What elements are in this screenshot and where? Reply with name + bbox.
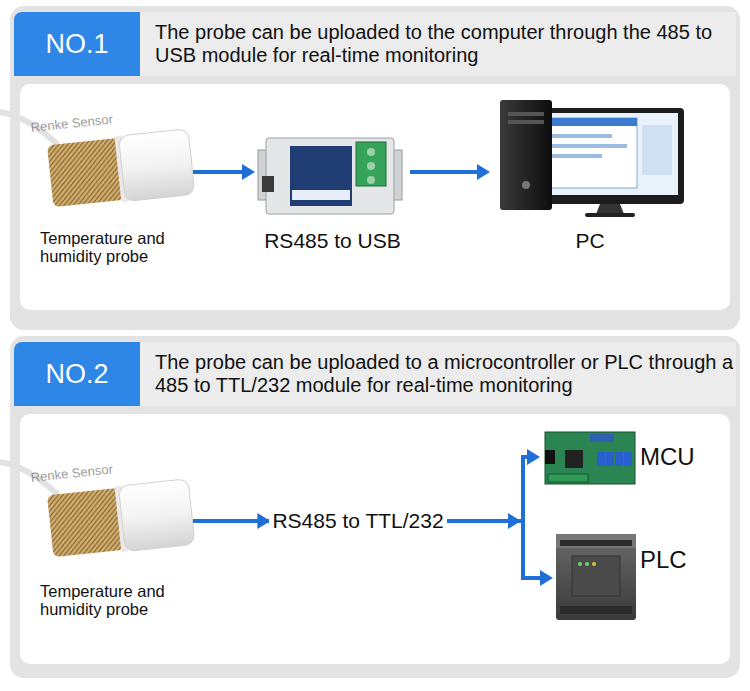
watermark: Renke Sensor	[30, 111, 114, 135]
step-tab: NO.1	[14, 12, 140, 76]
step-tab: NO.2	[14, 342, 140, 406]
usb-module-illustration-part	[367, 148, 375, 156]
pc-illustration-part	[545, 118, 637, 126]
controller-device: PLC	[553, 530, 723, 622]
usb-module-illustration-part	[262, 176, 274, 192]
node-text: NO.2	[45, 359, 108, 390]
arrow-head	[477, 164, 490, 180]
pc-illustration-part	[500, 100, 552, 210]
mcu-board-illustration-part	[545, 450, 555, 464]
node-text: PC	[575, 229, 604, 253]
node-text: The probe can be uploaded to the compute…	[155, 21, 715, 67]
mcu-board-illustration-part	[615, 452, 623, 466]
plc-illustration-part	[556, 534, 636, 620]
plc-illustration-part	[585, 562, 589, 566]
connector-arrow	[410, 164, 490, 180]
pc-illustration-part	[552, 144, 627, 148]
arrow-head	[527, 449, 540, 465]
usb-module-illustration-part	[367, 162, 375, 170]
computer-device: PC	[490, 95, 690, 253]
connector-arrow	[193, 164, 255, 180]
mcu-board-illustration-part	[545, 432, 635, 484]
pc-illustration-part	[596, 204, 624, 214]
plc-illustration-part	[556, 534, 636, 548]
mcu-board-illustration-part	[548, 474, 588, 482]
usb-module-illustration-part	[367, 176, 375, 184]
pc-illustration-part	[538, 113, 678, 195]
watermark: Renke Sensor	[30, 461, 114, 485]
plc-illustration-part	[572, 556, 620, 596]
usb-module-illustration-part	[266, 138, 394, 214]
usb-module-illustration	[258, 138, 402, 214]
controller-device: MCU	[540, 428, 725, 486]
arrow-head	[242, 164, 255, 180]
node-text: NO.1	[45, 29, 108, 60]
mcu-board-illustration-part	[565, 450, 583, 468]
pc-illustration-part	[508, 120, 544, 124]
pc-illustration-part	[508, 112, 544, 116]
arrow-head	[540, 570, 553, 586]
plc-illustration	[556, 534, 636, 620]
pc-illustration-part	[545, 118, 637, 188]
mcu-board-illustration-part	[606, 452, 614, 466]
pc-illustration-part	[552, 134, 612, 138]
usb-module-illustration-part	[292, 190, 350, 200]
node-text: RS485 to USB	[264, 229, 401, 253]
edge-label: RS485 to TTL/232	[269, 509, 446, 533]
node-text: Temperature and humidity probe	[40, 582, 190, 618]
pc-illustration	[500, 100, 684, 217]
pc-illustration-part	[552, 154, 602, 158]
arrow-head	[508, 513, 521, 529]
plc-illustration-part	[560, 606, 632, 614]
connector-line	[193, 170, 244, 174]
pc-illustration-part	[522, 181, 530, 189]
mcu-board-illustration	[545, 432, 635, 484]
converter-device: RS485 to USB	[255, 118, 410, 253]
probe-illustration	[0, 112, 195, 209]
usb-module-illustration-part	[290, 146, 352, 206]
node-text: The probe can be uploaded to a microcont…	[155, 351, 736, 397]
pc-illustration-part	[642, 125, 672, 175]
plc-illustration-part	[578, 562, 582, 566]
node-text: MCU	[640, 443, 695, 471]
pc-illustration-part	[585, 213, 635, 217]
step-header: The probe can be uploaded to the compute…	[140, 12, 736, 76]
usb-module-illustration-part	[356, 142, 386, 186]
pc-illustration-part	[532, 108, 684, 204]
mcu-board-illustration-part	[624, 452, 632, 466]
probe-illustration	[0, 462, 195, 559]
node-text: PLC	[640, 546, 687, 574]
connector-line	[410, 170, 479, 174]
plc-illustration-part	[560, 540, 632, 546]
plc-illustration-part	[592, 562, 596, 566]
node-text: Temperature and humidity probe	[40, 229, 190, 265]
step-header: The probe can be uploaded to a microcont…	[140, 342, 736, 406]
mcu-board-illustration-part	[590, 434, 614, 442]
mcu-board-illustration-part	[597, 452, 605, 466]
